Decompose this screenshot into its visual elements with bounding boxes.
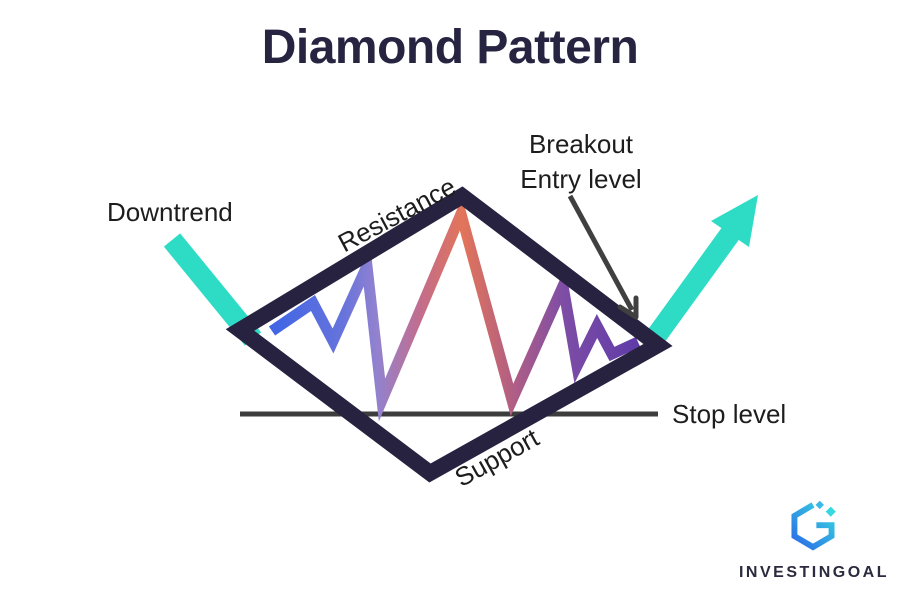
brand-name: INVESTINGOAL bbox=[738, 564, 889, 581]
breakout-arrow-shaft bbox=[640, 223, 742, 353]
annotation-arrow bbox=[567, 194, 639, 320]
stop-level-label: Stop level bbox=[672, 399, 787, 429]
hexagon-g-diamond-logo-icon bbox=[791, 500, 836, 551]
investingoal-logo bbox=[786, 498, 840, 554]
breakout-arrowhead bbox=[711, 195, 758, 247]
logo-hexagon-g bbox=[791, 502, 835, 551]
breakout-entry-label: Breakout Entry level bbox=[520, 127, 641, 197]
downtrend-label: Downtrend bbox=[107, 197, 233, 227]
price-zigzag-line bbox=[268, 197, 641, 422]
diamond-outline bbox=[225, 186, 673, 483]
breakout-label-line2: Entry level bbox=[520, 164, 642, 194]
page-title: Diamond Pattern bbox=[261, 21, 639, 74]
logo-diamond-large bbox=[825, 506, 836, 517]
breakout-label-line1: Breakout bbox=[528, 129, 634, 159]
logo-diamond-small bbox=[815, 500, 824, 510]
breakout-arrow bbox=[640, 195, 758, 353]
annotation-arrowhead bbox=[617, 295, 639, 320]
annotation-arrow-shaft bbox=[567, 194, 635, 312]
